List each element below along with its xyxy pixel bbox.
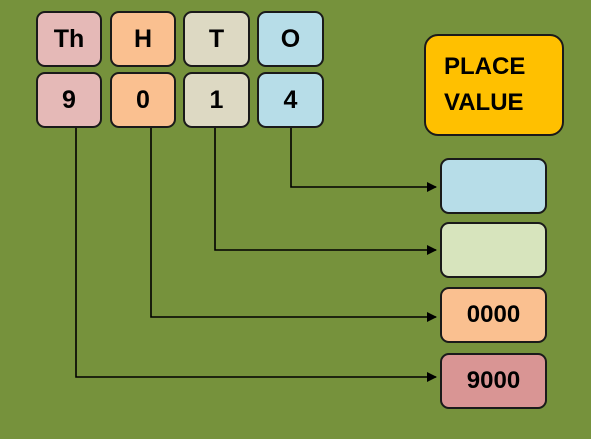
place-value-hundreds-box: 0000 [440,287,547,343]
thousands-arrow [75,128,437,382]
header-hundreds: H [110,11,176,67]
place-value-thousands-box: 9000 [440,353,547,409]
header-tens: T [183,11,250,67]
ones-arrow [290,128,437,192]
place-value-label: PLACE VALUE [424,34,564,136]
digit-ones: 4 [257,72,324,128]
place-value-ones-box [440,158,547,214]
digit-thousands: 9 [36,72,102,128]
tens-arrow [214,128,437,255]
hundreds-arrow [150,128,437,322]
digit-tens: 1 [183,72,250,128]
header-ones: O [257,11,324,67]
place-value-line2: VALUE [444,89,524,116]
digit-hundreds: 0 [110,72,176,128]
header-thousands: Th [36,11,102,67]
place-value-tens-box [440,222,547,278]
place-value-line1: PLACE [444,53,526,80]
